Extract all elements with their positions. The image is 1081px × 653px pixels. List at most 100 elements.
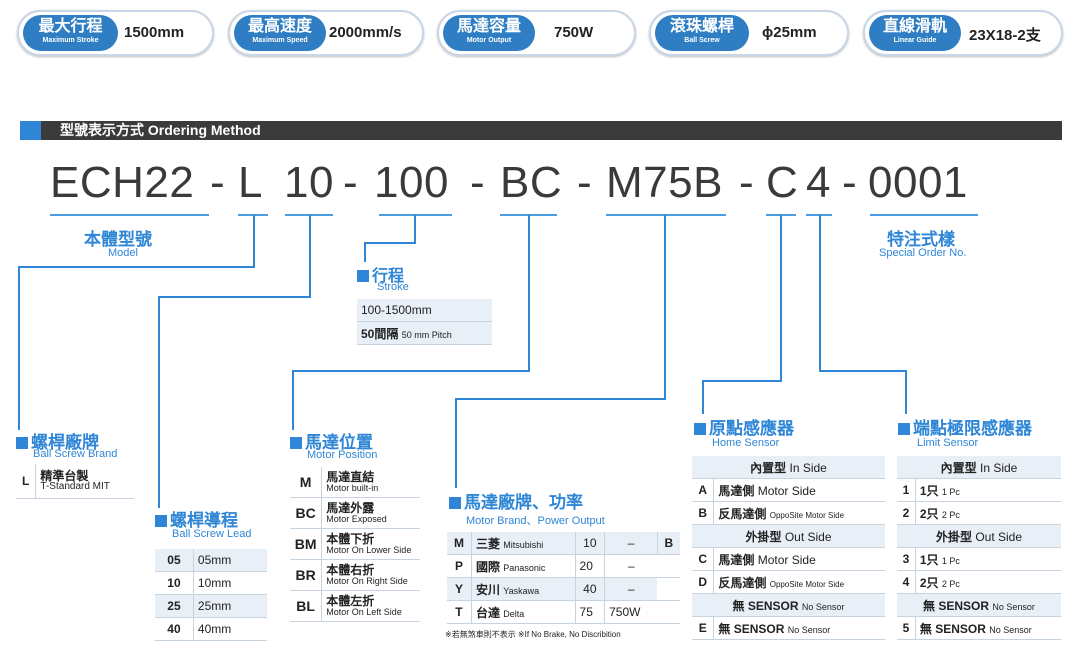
brand-code: L: [16, 464, 36, 499]
motorbrand-watt: –: [604, 532, 658, 555]
limit-code: 3: [897, 547, 916, 571]
connector-line: [158, 296, 311, 298]
spec-value: 2000mm/s: [329, 24, 402, 41]
home-title-en: Home Sensor: [712, 437, 780, 449]
motorbrand-name: 安川 Yaskawa: [470, 577, 576, 601]
special-label: 特注式樣: [887, 230, 955, 249]
spec-value: 23X18-2支: [969, 27, 1041, 44]
limit-code: 5: [897, 616, 916, 640]
motorpos-code: BM: [290, 528, 322, 560]
motorbrand-power: 40: [574, 577, 605, 601]
connector-line: [158, 296, 160, 508]
code-dash: -: [210, 158, 226, 207]
motorbrand-power: 20: [574, 554, 605, 578]
motorbrand-name: 國際 Panasonic: [470, 554, 576, 578]
home-code: A: [692, 478, 714, 502]
lead-code: 05: [155, 549, 194, 572]
motorpos-code: M: [290, 467, 322, 498]
connector-line: [528, 215, 530, 371]
code-lead: 10: [284, 158, 334, 207]
connector-line: [780, 215, 782, 381]
connector-line: [819, 215, 821, 371]
stroke-table: 100-1500mm 50間隔 50 mm Pitch: [357, 299, 492, 345]
lead-value: 10mm: [192, 571, 267, 595]
lead-value: 40mm: [192, 617, 267, 641]
lead-value: 25mm: [192, 594, 267, 618]
stroke-range: 100-1500mm: [357, 299, 492, 322]
section-header-bar: [20, 121, 1062, 140]
code-brand: L: [238, 158, 263, 207]
spec-value: 1500mm: [124, 24, 185, 41]
bullet-square: [449, 497, 461, 509]
brand-title: 螺桿廠牌: [16, 428, 99, 453]
connector-line: [309, 215, 311, 297]
code-dash: -: [739, 158, 755, 207]
stroke-pitch: 50間隔 50 mm Pitch: [357, 321, 492, 345]
home-desc: 馬達側 Motor Side: [713, 547, 885, 571]
motorbrand-brake: [657, 577, 680, 601]
motorbrand-name: 台達 Delta: [470, 600, 576, 624]
spec-speed: 最高速度 Maximum Speed 2000mm/s: [228, 10, 424, 56]
motorbrand-title-en: Motor Brand、Power Output: [466, 515, 605, 527]
stroke-title: 行程: [357, 262, 404, 286]
bullet-square: [290, 437, 302, 449]
limit-code: 1: [897, 478, 916, 502]
motorbrand-name: 三菱 Mitsubishi: [470, 532, 576, 555]
motorpos-code: BL: [290, 590, 322, 622]
spec-badge: 最高速度 Maximum Speed: [234, 15, 326, 51]
code-dash: -: [842, 158, 858, 207]
spec-badge: 滾珠螺桿 Ball Screw: [655, 15, 749, 51]
motorpos-title: 馬達位置: [290, 428, 373, 453]
code-motorbrand: M75B: [606, 158, 723, 207]
motorbrand-brake: [657, 554, 680, 578]
motorbrand-brake: B: [656, 532, 680, 555]
model-label: 本體型號: [84, 230, 152, 249]
motorbrand-note: ※若無煞車則不表示 ※If No Brake, No Discribition: [445, 630, 621, 639]
code-limit: 4: [806, 158, 831, 207]
section-title: 型號表示方式 Ordering Method: [60, 122, 261, 138]
home-code: C: [692, 547, 714, 571]
brand-title-en: Ball Screw Brand: [33, 448, 118, 460]
special-label-en: Special Order No.: [879, 247, 967, 259]
spec-badge: 直線滑軌 Linear Guide: [869, 15, 961, 51]
spec-badge: 馬達容量 Motor Output: [443, 15, 535, 51]
connector-line: [702, 380, 704, 414]
spec-value: ϕ25mm: [762, 24, 817, 41]
connector-line: [455, 398, 457, 488]
code-dash: -: [343, 158, 359, 207]
limit-desc: 1只 1 Pc: [914, 478, 1061, 502]
bullet-square: [155, 515, 167, 527]
lead-code: 40: [155, 617, 194, 641]
spec-stroke: 最大行程 Maximum Stroke 1500mm: [17, 10, 214, 56]
limit-desc: 2只 2 Pc: [914, 501, 1061, 525]
spec-badge: 最大行程 Maximum Stroke: [23, 15, 118, 51]
spec-motor: 馬達容量 Motor Output 750W: [437, 10, 636, 56]
code-dash: -: [577, 158, 593, 207]
connector-line: [414, 215, 416, 243]
motorbrand-title: 馬達廠牌、功率: [449, 488, 583, 513]
home-nosensor-header: 無 SENSOR No Sensor: [692, 593, 885, 617]
lead-code: 10: [155, 571, 194, 595]
limit-title: 端點極限感應器: [898, 414, 1032, 439]
connector-line: [664, 215, 666, 399]
home-desc: 反馬達側 OppoSite Motor Side: [713, 501, 885, 525]
home-desc: 反馬達側 OppoSite Motor Side: [713, 570, 885, 594]
motorbrand-code: M: [447, 532, 472, 555]
motorbrand-brake: [657, 600, 680, 624]
lead-value: 05mm: [192, 549, 267, 572]
connector-line: [905, 370, 907, 414]
code-model: ECH22: [50, 158, 195, 207]
lead-title: 螺桿導程: [155, 506, 238, 531]
connector-line: [702, 380, 782, 382]
limit-desc: 1只 1 Pc: [914, 547, 1061, 571]
connector-line: [18, 266, 20, 430]
connector-line: [364, 242, 416, 244]
connector-line: [18, 266, 255, 268]
limit-outside-header: 外掛型 Out Side: [897, 524, 1061, 548]
connector-line: [292, 370, 530, 372]
motorbrand-watt: –: [604, 577, 658, 601]
stroke-title-en: Stroke: [377, 281, 409, 293]
